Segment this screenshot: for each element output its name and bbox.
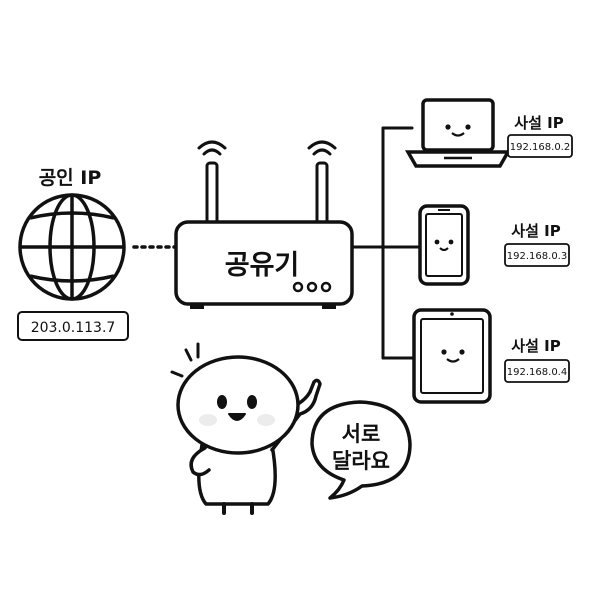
public-ip-value: 203.0.113.7 [31,320,116,336]
mascot-cheek-right [257,414,275,426]
mascot-head [176,355,300,455]
phone-ip-title: 사설 IP [511,222,560,240]
router-foot-left [190,303,204,309]
globe-icon [18,193,126,301]
tablet-ip-value: 192.168.0.4 [507,367,567,378]
router-antenna-left [205,161,219,227]
speech-line-1: 서로 [342,422,381,446]
mascot-mouth [228,413,246,421]
speech-bubble-shape [310,400,412,500]
tablet-ip-group: 사설 IP 192.168.0.4 [504,337,570,383]
laptop-ip-title: 사설 IP [514,114,563,132]
mascot-eye-left [217,395,227,409]
mascot-arm-left [189,446,211,477]
speech-bubble: 서로 달라요 [310,400,412,500]
tablet-ip-box [504,359,570,383]
mascot-eye-right [247,395,257,409]
router-label: 공유기 [225,250,300,281]
phone-ip-box [504,243,570,267]
tablet-icon [412,308,492,404]
mascot-cheek-left [199,414,217,426]
router-group: 공유기 [174,140,354,309]
phone-ip-value: 192.168.0.3 [507,251,567,262]
wifi-signal-icon [197,140,337,156]
router-antenna-right [315,161,329,227]
public-ip-title: 공인 IP [39,167,102,189]
laptop-ip-box [507,134,573,158]
public-ip-box [17,311,129,341]
speech-line-2: 달라요 [332,449,390,473]
router-status-lights [292,281,332,293]
tablet-ip-title: 사설 IP [511,337,560,355]
laptop-ip-group: 사설 IP 192.168.0.2 [507,114,573,158]
mascot-character [170,342,322,515]
phone-ip-group: 사설 IP 192.168.0.3 [504,222,570,267]
router-body [174,220,354,306]
laptop-ip-value: 192.168.0.2 [510,142,570,153]
device-connectors [350,126,420,360]
public-ip-group: 공인 IP 203.0.113.7 [17,167,129,341]
excitement-lines-icon [170,342,200,378]
phone-icon [418,204,470,286]
router-foot-right [322,303,336,309]
laptop-icon [404,98,512,168]
